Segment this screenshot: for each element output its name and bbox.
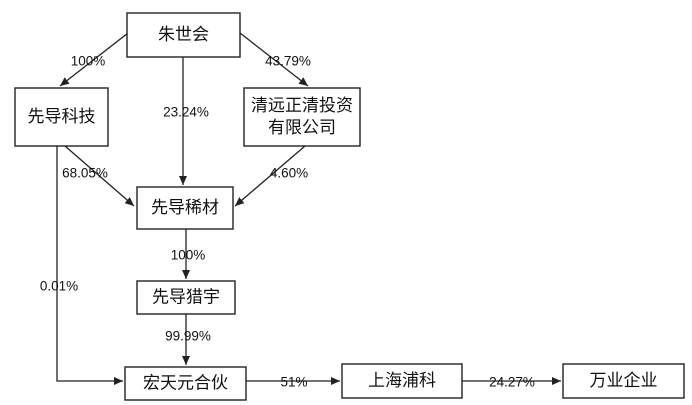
node-xiandao-tech: 先导科技 (14, 87, 109, 147)
node-zhu-shihui: 朱世会 (126, 12, 241, 58)
edge-label-zhu-xicai: 23.24% (163, 105, 209, 120)
node-label-qingyuan-line2: 有限公司 (268, 118, 336, 138)
node-xiandao-xicai: 先导稀材 (136, 186, 234, 230)
node-label-xiandao-liyu: 先导猎宇 (152, 288, 220, 308)
edge-qingyuan-to-xicai (234, 145, 306, 207)
node-hongtianyuan: 宏天元合伙 (124, 366, 247, 401)
node-label-wanye-qiye: 万业企业 (590, 371, 658, 391)
edge-zhu-to-qingyuan (239, 32, 309, 87)
edge-label-tech-xicai: 68.05% (62, 166, 108, 181)
node-qingyuan-zhengqing: 清远正清投资 有限公司 (243, 87, 361, 147)
edge-label-pu-wanye: 24.27% (489, 375, 535, 390)
node-label-zhu-shihui: 朱世会 (158, 25, 209, 45)
node-shanghai-puke: 上海浦科 (341, 363, 463, 399)
node-label-qingyuan-line1: 清远正清投资 (251, 96, 353, 116)
edge-zhu-to-tech (59, 32, 129, 87)
edge-label-tech-hongtian: 0.01% (40, 279, 78, 294)
edge-label-zhu-qingyuan: 43.79% (265, 54, 311, 69)
node-wanye-qiye: 万业企业 (562, 363, 685, 399)
edge-tech-to-hongtian (56, 146, 123, 385)
edge-label-xicai-liyu: 100% (171, 248, 206, 263)
node-label-xiandao-tech: 先导科技 (28, 107, 96, 127)
edge-label-qingyuan-xicai: 4.60% (270, 166, 308, 181)
node-label-xiandao-xicai: 先导稀材 (151, 198, 219, 218)
node-xiandao-liyu: 先导猎宇 (136, 280, 236, 315)
edge-tech-to-xicai (64, 145, 135, 207)
node-label-shanghai-puke: 上海浦科 (368, 371, 436, 391)
edge-label-zhu-tech: 100% (71, 54, 106, 69)
edge-label-hongtian-pu: 51% (280, 375, 307, 390)
node-label-hongtianyuan: 宏天元合伙 (143, 374, 228, 394)
edge-label-liyu-hongtian: 99.99% (165, 329, 211, 344)
